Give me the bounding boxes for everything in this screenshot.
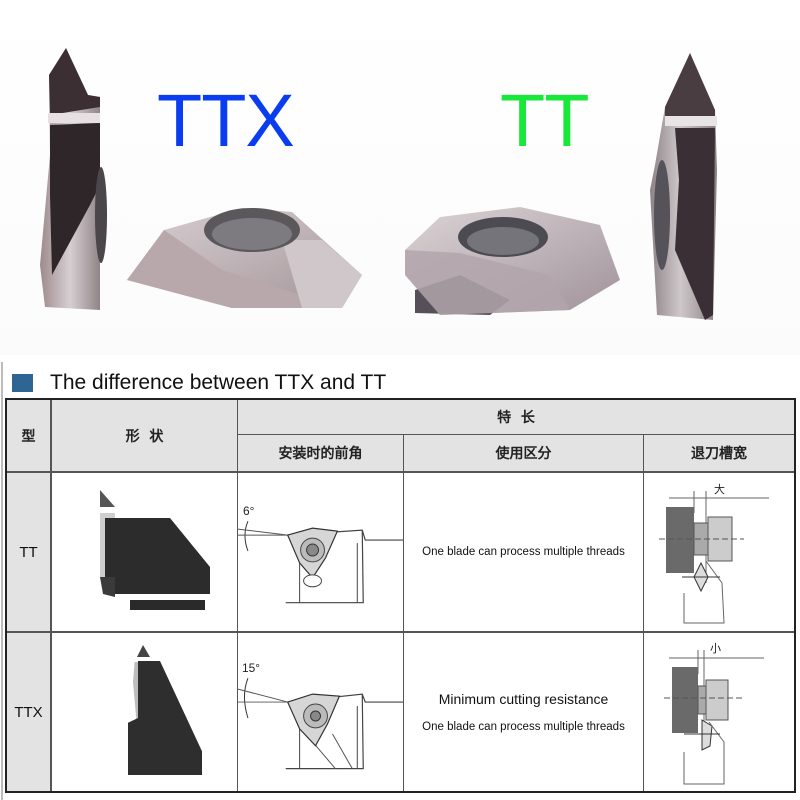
product-photo: TTX TT [0,0,800,355]
ttx-insert-shape-drawing [127,645,202,775]
ttx-usage-line-2: One blade can process multiple threads [422,721,625,733]
section-heading: The difference between TTX and TT [12,370,386,396]
tt-usage-line-1: One blade can process multiple threads [422,546,625,558]
tt-rake-angle-label: 6° [243,504,255,518]
header-features: 特 长 [238,400,794,435]
row-tt-rake-angle: 6° [238,473,404,633]
ttx-relief-groove-drawing: 小 [664,642,764,785]
ttx-label: TTX [157,79,295,162]
row-ttx-type-label: TTX [14,703,43,721]
tt-label: TT [500,79,589,162]
comparison-table: 型 形 状 特 长 安装时的前角 使用区分 退刀槽宽 TT 6° [5,398,796,793]
ttx-usage-line-1: Minimum cutting resistance [438,691,609,707]
header-usage-label: 使用区分 [495,446,552,462]
left-rule [1,362,3,800]
section-title: The difference between TTX and TT [50,371,387,394]
ttx-rake-angle-label: 15° [242,661,260,675]
tt-insert-shape-drawing [98,490,210,610]
tt-rake-angle-drawing: 6° [238,504,403,604]
header-relief-groove: 退刀槽宽 [644,435,794,473]
header-rake-angle: 安装时的前角 [238,435,404,473]
header-usage: 使用区分 [404,435,644,473]
tt-insert-top-view [405,207,620,315]
tt-insert-side-view [650,53,717,320]
row-tt-type: TT [7,473,52,633]
row-ttx-usage: Minimum cutting resistance One blade can… [404,633,644,791]
row-ttx-shape [52,633,238,791]
header-type: 型 [7,400,52,473]
row-ttx-type: TTX [7,633,52,791]
row-ttx-relief-groove: 小 [644,633,794,791]
header-features-label: 特 长 [497,410,535,426]
row-ttx-rake-angle: 15° [238,633,404,791]
header-shape: 形 状 [52,400,238,473]
header-type-label: 型 [21,428,36,445]
ttx-insert-top-view [127,208,362,308]
header-shape-label: 形 状 [125,428,164,445]
ttx-groove-label: 小 [710,642,721,655]
row-tt-usage: One blade can process multiple threads [404,473,644,633]
section-marker-icon [12,374,33,392]
row-tt-shape [52,473,238,633]
ttx-rake-angle-drawing: 15° [238,661,403,770]
tt-groove-label: 大 [714,482,725,496]
row-tt-type-label: TT [19,543,38,561]
header-relief-groove-label: 退刀槽宽 [691,446,747,462]
tt-relief-groove-drawing: 大 [659,482,769,624]
header-rake-angle-label: 安装时的前角 [278,446,363,462]
row-tt-relief-groove: 大 [644,473,794,633]
ttx-insert-side-view [40,48,107,310]
